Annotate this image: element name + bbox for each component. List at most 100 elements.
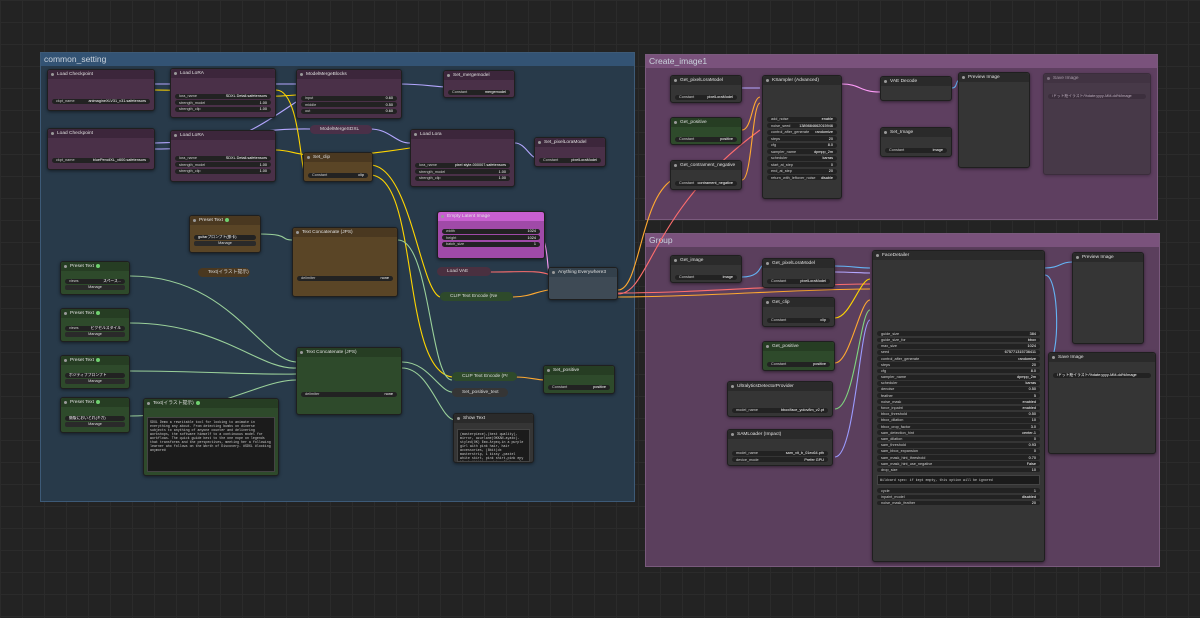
manage-button[interactable]: Manage bbox=[194, 241, 256, 246]
manage-button[interactable]: Manage bbox=[65, 285, 125, 290]
node-title[interactable]: Get_pixelLoraModel bbox=[671, 76, 741, 85]
settings-icon[interactable] bbox=[195, 400, 200, 405]
node-title[interactable]: Load Lora bbox=[411, 130, 514, 139]
node-save-image-1[interactable]: Save Image /ドット絵イラスト/%date:yyyy-MM-dd%/i… bbox=[1043, 73, 1151, 175]
settings-icon[interactable] bbox=[224, 217, 229, 222]
node-title[interactable]: Load LoRA bbox=[171, 69, 275, 78]
node-load-vae[interactable]: Load VAE bbox=[437, 267, 491, 276]
node-title[interactable]: ModelMergeBlocks bbox=[297, 70, 401, 79]
node-text-illust-2[interactable]: Text(イラスト提示) SDXL Demo a rewritable tool… bbox=[143, 398, 279, 476]
preset-widget[interactable]: guitarプロンプト(那卡) bbox=[194, 234, 256, 240]
filename-prefix-widget[interactable]: /ドット絵イラスト/%date:yyyy-MM-dd%/image bbox=[1053, 372, 1151, 378]
node-model-merge-sdxl[interactable]: ModelMergeSDXL bbox=[310, 125, 372, 134]
text-area[interactable]: SDXL Demo a rewritable tool for looking … bbox=[147, 417, 275, 472]
node-title[interactable]: Set_Image bbox=[881, 128, 951, 137]
node-title[interactable]: Show Text bbox=[454, 414, 533, 423]
node-text-illust-1[interactable]: Text(イラスト提示) bbox=[198, 268, 250, 277]
node-title[interactable]: Set_clip bbox=[304, 153, 372, 162]
node-vae-decode[interactable]: VAE Decode bbox=[880, 76, 952, 101]
node-title[interactable]: Preview Image bbox=[959, 73, 1029, 82]
preset-widget[interactable]: 簡版においとれ(キガ) bbox=[65, 415, 125, 421]
manage-button[interactable]: Manage bbox=[65, 422, 125, 427]
node-title[interactable]: Load Checkpoint bbox=[48, 129, 154, 138]
group-title[interactable]: Create_image1 bbox=[646, 55, 1157, 68]
node-title[interactable]: Text Concatenate (JPS) bbox=[297, 348, 401, 357]
preset-widget[interactable]: ポジティブプロンプト bbox=[65, 372, 125, 378]
node-show-text[interactable]: Show Text (masterpiece),(best quality), … bbox=[453, 413, 534, 463]
node-preset-text-top[interactable]: Preset Text guitarプロンプト(那卡) Manage bbox=[189, 215, 261, 253]
node-title[interactable]: Get_clip bbox=[763, 298, 834, 307]
node-title[interactable]: UltralyticsDetectorProvider bbox=[728, 382, 832, 391]
settings-icon[interactable] bbox=[95, 310, 100, 315]
node-title[interactable]: Load Checkpoint bbox=[48, 70, 154, 79]
node-title[interactable]: Empty Latent Image bbox=[438, 212, 544, 221]
node-title[interactable]: Preview Image bbox=[1073, 253, 1143, 262]
group-title[interactable]: Group bbox=[646, 234, 1159, 247]
node-clip-text-encode-negative[interactable]: CLIP Text Encode (Ne bbox=[440, 292, 513, 301]
node-title[interactable]: Get_positive bbox=[671, 118, 741, 127]
node-title[interactable]: Save Image bbox=[1049, 353, 1155, 362]
node-preset-text-4[interactable]: Preset Text 簡版においとれ(キガ) Manage bbox=[60, 397, 130, 433]
node-save-image-2[interactable]: Save Image /ドット絵イラスト/%date:yyyy-MM-dd%/i… bbox=[1048, 352, 1156, 454]
node-title[interactable]: Preset Text bbox=[190, 216, 260, 225]
node-title[interactable]: Text Concatenate (JPS) bbox=[293, 228, 397, 237]
